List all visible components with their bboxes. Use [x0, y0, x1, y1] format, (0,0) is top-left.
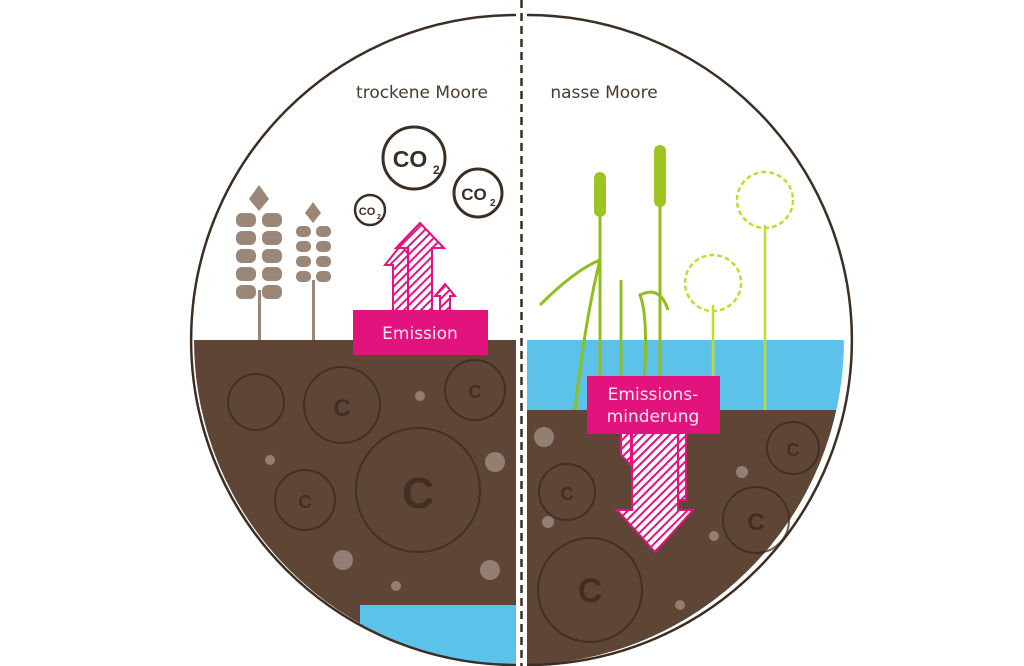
dry-peatland-title: trockene Moore [356, 83, 488, 103]
wheat-icon [236, 185, 282, 340]
wet-peatland: C C C C Emissions- minde [527, 145, 844, 665]
svg-text:CO: CO [461, 185, 487, 204]
wet-peatland-title: nasse Moore [550, 83, 657, 103]
dry-peatland: C C C C [194, 125, 516, 665]
emission-box [353, 310, 488, 355]
carbon-label: C [561, 484, 574, 504]
emission-reduction-box [587, 376, 720, 434]
carbon-label: C [299, 492, 312, 512]
svg-text:2: 2 [490, 198, 496, 209]
carbon-stores [537, 421, 820, 643]
co2-molecule: CO 2 [353, 193, 387, 227]
svg-text:2: 2 [433, 163, 440, 177]
emission-reduction-arrow-icon [614, 429, 696, 554]
emission-reduction-label: Emissions- [608, 385, 699, 405]
emission-reduction-label: minderung [607, 407, 700, 427]
svg-text:2: 2 [377, 214, 381, 221]
carbon-label: C [787, 440, 800, 460]
carbon-label: C [333, 395, 350, 422]
carbon-label: C [747, 509, 764, 536]
cattail-icon [538, 185, 670, 411]
wheat-icon [296, 202, 331, 340]
cattail-head-icon [654, 145, 666, 207]
svg-text:CO: CO [393, 146, 428, 172]
carbon-stores [227, 359, 506, 553]
co2-molecule: CO 2 [381, 125, 447, 191]
svg-text:CO: CO [359, 206, 376, 218]
co2-molecule: CO 2 [452, 167, 504, 219]
carbon-label: C [402, 469, 434, 518]
circle-outline-left [189, 13, 517, 666]
carbon-label: C [578, 572, 603, 610]
cattail-head-icon [594, 172, 606, 217]
circle-outline-right [526, 13, 854, 666]
soil-particles [534, 427, 748, 610]
cotton-grass-icon [683, 170, 795, 410]
emission-label: Emission [382, 324, 458, 344]
carbon-label: C [469, 382, 482, 402]
soil-particles [265, 391, 505, 591]
emission-arrow-icon [382, 221, 458, 313]
